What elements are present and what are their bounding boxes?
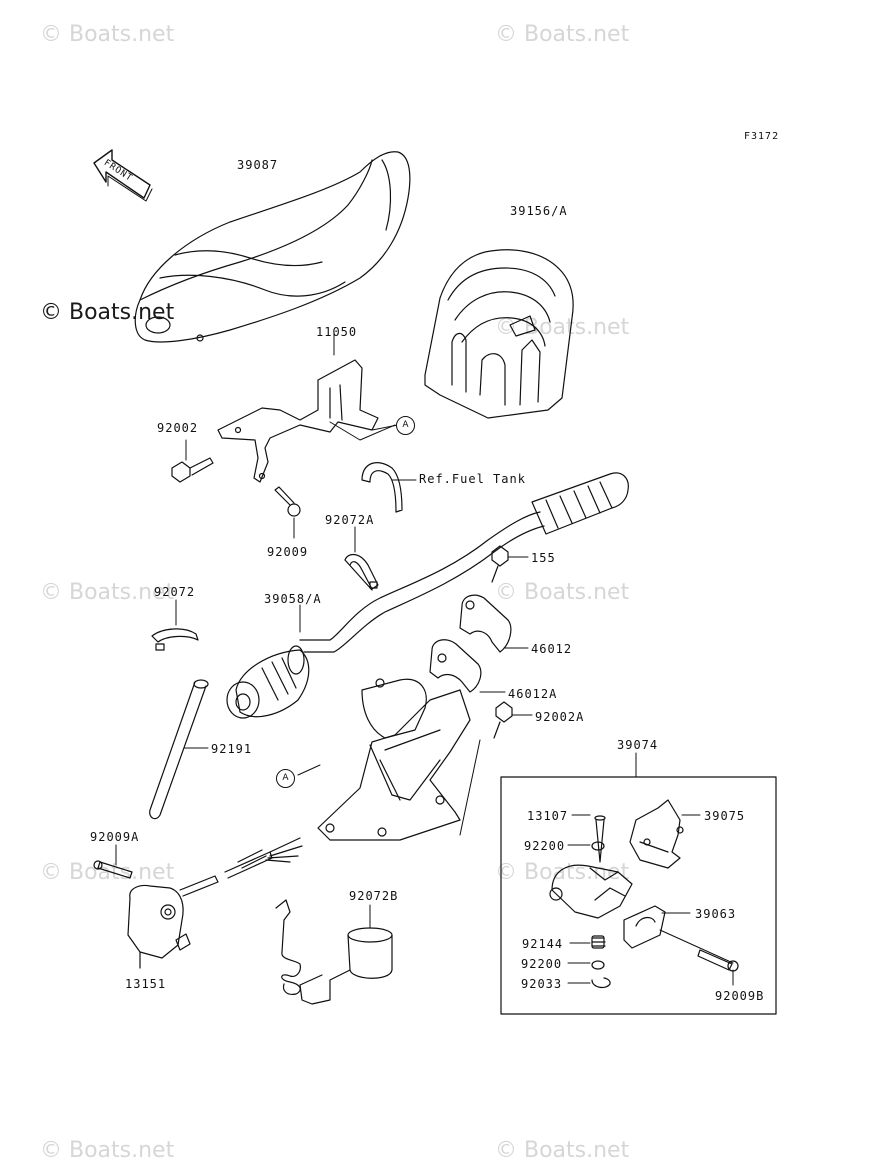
- tube-92191: [149, 679, 209, 820]
- part-label-92191: 92191: [211, 742, 253, 756]
- handlebar-clamp-upper: [459, 594, 512, 653]
- part-label-13151: 13151: [125, 977, 167, 991]
- figure-code: F3172: [744, 131, 780, 142]
- circlip-92033: [591, 977, 611, 989]
- callout-a: A: [396, 416, 415, 435]
- part-label-39063: 39063: [695, 907, 737, 921]
- bolt-92002a: [493, 701, 513, 739]
- washer-92200: [591, 841, 605, 851]
- callout-a: A: [276, 769, 295, 788]
- part-label-39075: 39075: [704, 809, 746, 823]
- block-39063: [623, 905, 666, 949]
- part-label-92200-b: 92200: [521, 957, 563, 971]
- part-label-92033: 92033: [521, 977, 563, 991]
- bolt-155: [491, 545, 509, 583]
- throttle-case: [549, 864, 633, 919]
- part-label-39087: 39087: [237, 158, 279, 172]
- part-label-92002: 92002: [157, 421, 199, 435]
- watermark: © Boats.net: [40, 580, 175, 605]
- part-label-92200: 92200: [524, 839, 566, 853]
- part-label-46012a: 46012A: [508, 687, 558, 701]
- switch-13151: [127, 837, 303, 969]
- lever-39075: [629, 799, 684, 869]
- front-arrow-icon: [93, 149, 153, 202]
- part-label-92144: 92144: [522, 937, 564, 951]
- part-label-92072a: 92072A: [325, 513, 375, 527]
- handle-pole-cover: [134, 151, 411, 343]
- part-label-39058a: 39058/A: [264, 592, 322, 606]
- bolt-92002: [171, 457, 214, 483]
- boats-net-watermark: © Boats.net: [40, 300, 175, 325]
- screw-92009b: [697, 949, 739, 972]
- washer-92200-b: [591, 960, 605, 970]
- part-label-ref-fuel-tank: Ref.Fuel Tank: [419, 472, 526, 486]
- mounting-bracket: [217, 359, 379, 483]
- part-label-92002a: 92002A: [535, 710, 585, 724]
- part-label-92072: 92072: [154, 585, 196, 599]
- watermark: © Boats.net: [495, 580, 630, 605]
- handlebar-holder: [317, 639, 482, 841]
- part-label-92009b: 92009B: [715, 989, 765, 1003]
- part-label-92009a: 92009A: [90, 830, 140, 844]
- pin-13107: [594, 815, 606, 863]
- band-92072: [151, 628, 199, 651]
- part-label-92009: 92009: [267, 545, 309, 559]
- part-label-92072b: 92072B: [349, 889, 399, 903]
- watermark: © Boats.net: [40, 1138, 175, 1163]
- part-label-13107: 13107: [527, 809, 569, 823]
- part-label-39156a: 39156/A: [510, 204, 568, 218]
- screw-92009: [274, 486, 301, 517]
- part-label-39074: 39074: [617, 738, 659, 752]
- watermark: © Boats.net: [495, 860, 630, 885]
- screw-92009a: [93, 860, 133, 879]
- watermark: © Boats.net: [40, 22, 175, 47]
- spring-92144: [591, 935, 606, 949]
- part-label-11050: 11050: [316, 325, 358, 339]
- hose-band-92072a: [344, 554, 379, 591]
- lanyard-clamp-92072b: [275, 899, 393, 1005]
- watermark: © Boats.net: [495, 1138, 630, 1163]
- watermark: © Boats.net: [495, 22, 630, 47]
- ribbed-cover: [424, 249, 574, 419]
- fuel-hose: [361, 462, 403, 513]
- part-label-46012: 46012: [531, 642, 573, 656]
- assembly-box: [500, 776, 777, 1015]
- part-label-155: 155: [531, 551, 556, 565]
- handlebar: [226, 472, 629, 719]
